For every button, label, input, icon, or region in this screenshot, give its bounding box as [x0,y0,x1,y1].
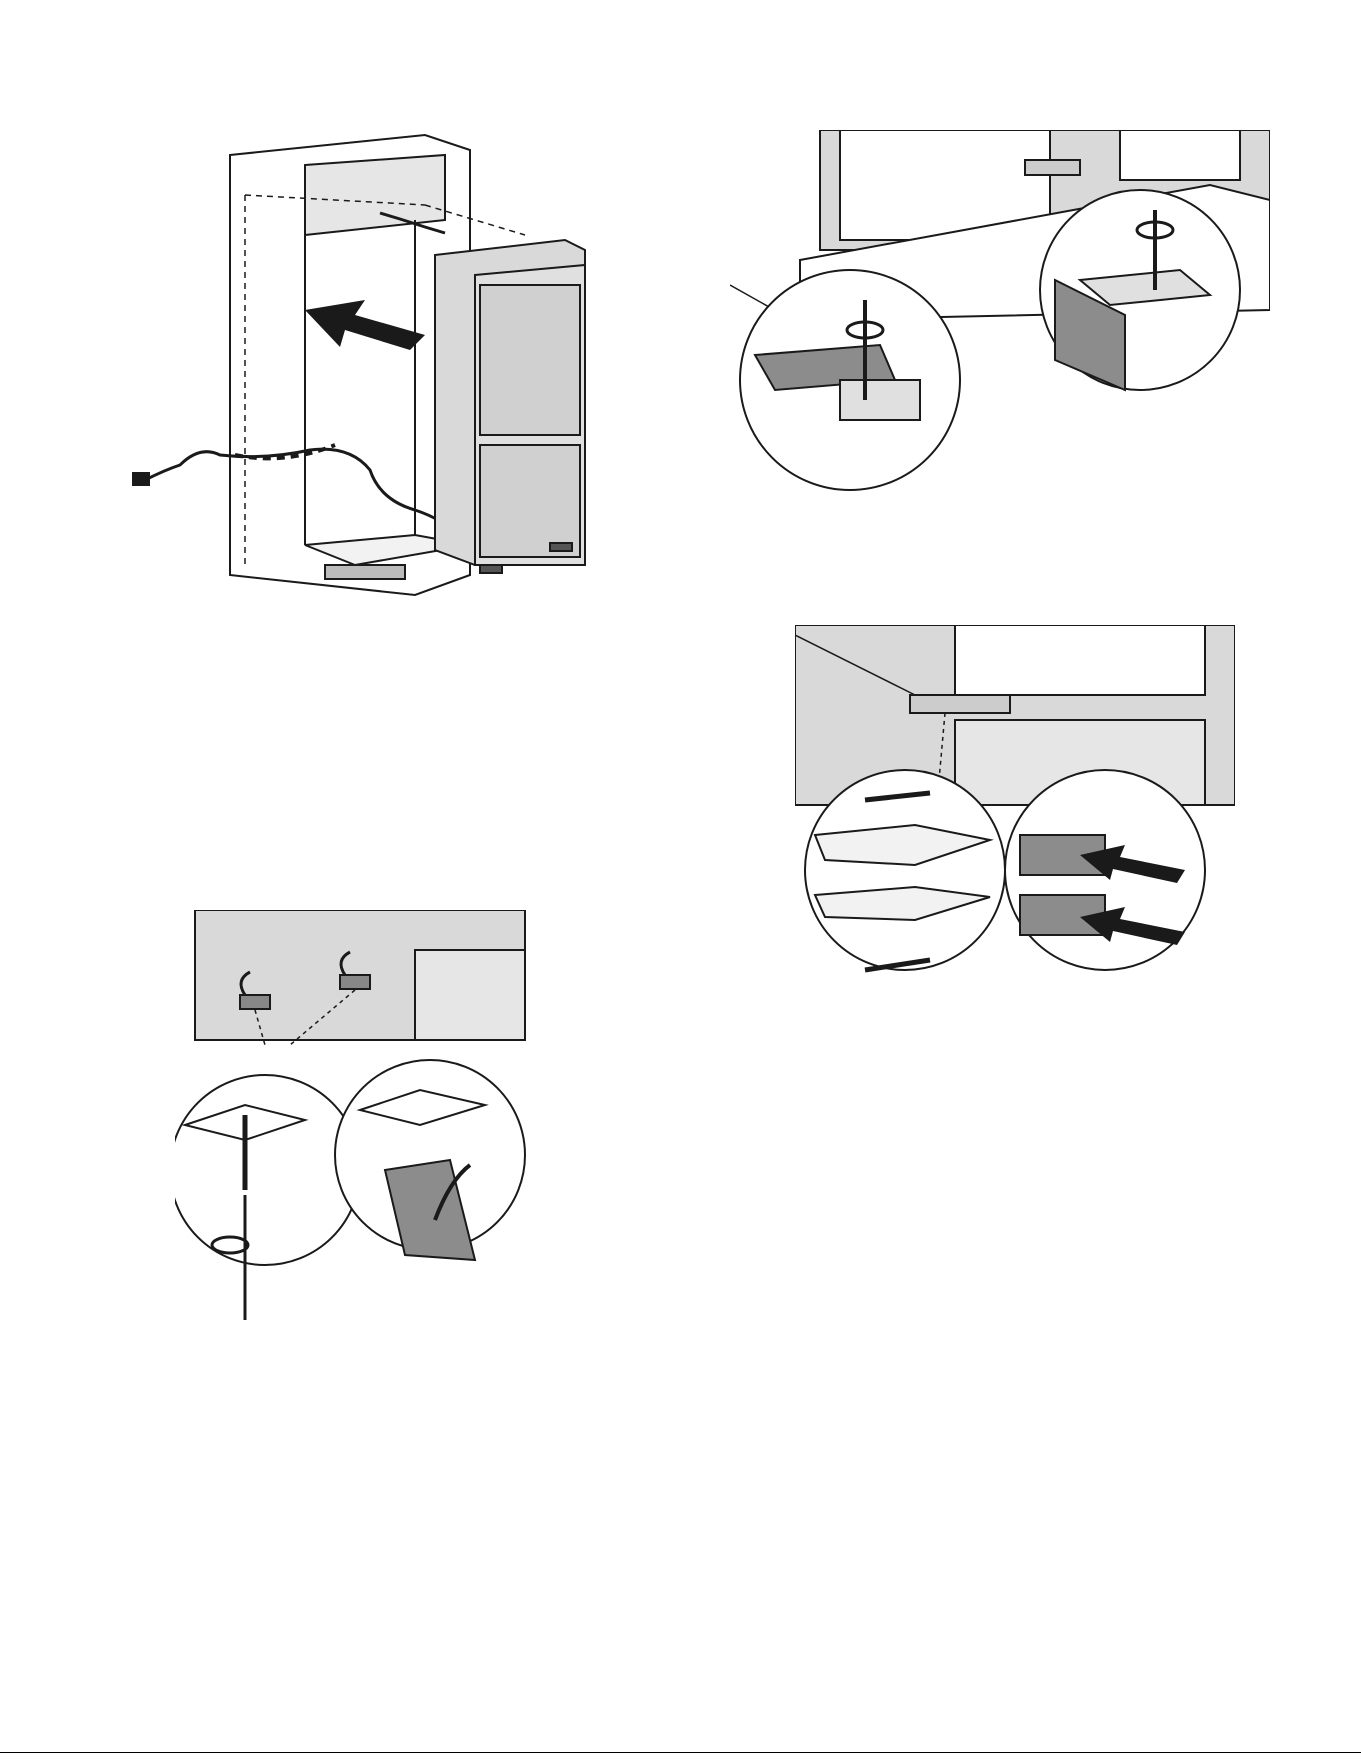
clip-left [240,995,270,1009]
bottom-clips-illustration [175,910,605,1320]
footer-rule [0,1752,1361,1753]
hinge-part [910,695,1010,713]
magnifier-left [805,770,1005,970]
top-bracket-figure [730,130,1270,530]
cabinet-top-box [305,155,445,235]
bracket-block [840,380,920,420]
appliance-foot-left [480,565,502,573]
door-hinge-figure [795,625,1235,1025]
power-plug [133,473,149,485]
insert-appliance-figure [125,125,645,645]
appliance-foot-right [550,543,572,551]
hinge-panel-door-top [955,625,1205,695]
top-bracket-part [1025,160,1080,175]
bottom-clips-figure [175,910,605,1320]
clip-right [340,975,370,989]
insert-appliance-illustration [125,125,645,645]
top-bracket-illustration [730,130,1270,530]
appliance-lower-door [480,445,580,557]
magnifier-left [175,1075,360,1265]
top-panel-window-right [1120,130,1240,180]
door-hinge-illustration [795,625,1235,1025]
cabinet-vent-grille [325,565,405,579]
appliance-upper-door [480,285,580,435]
bottom-panel-right-door [415,950,525,1040]
